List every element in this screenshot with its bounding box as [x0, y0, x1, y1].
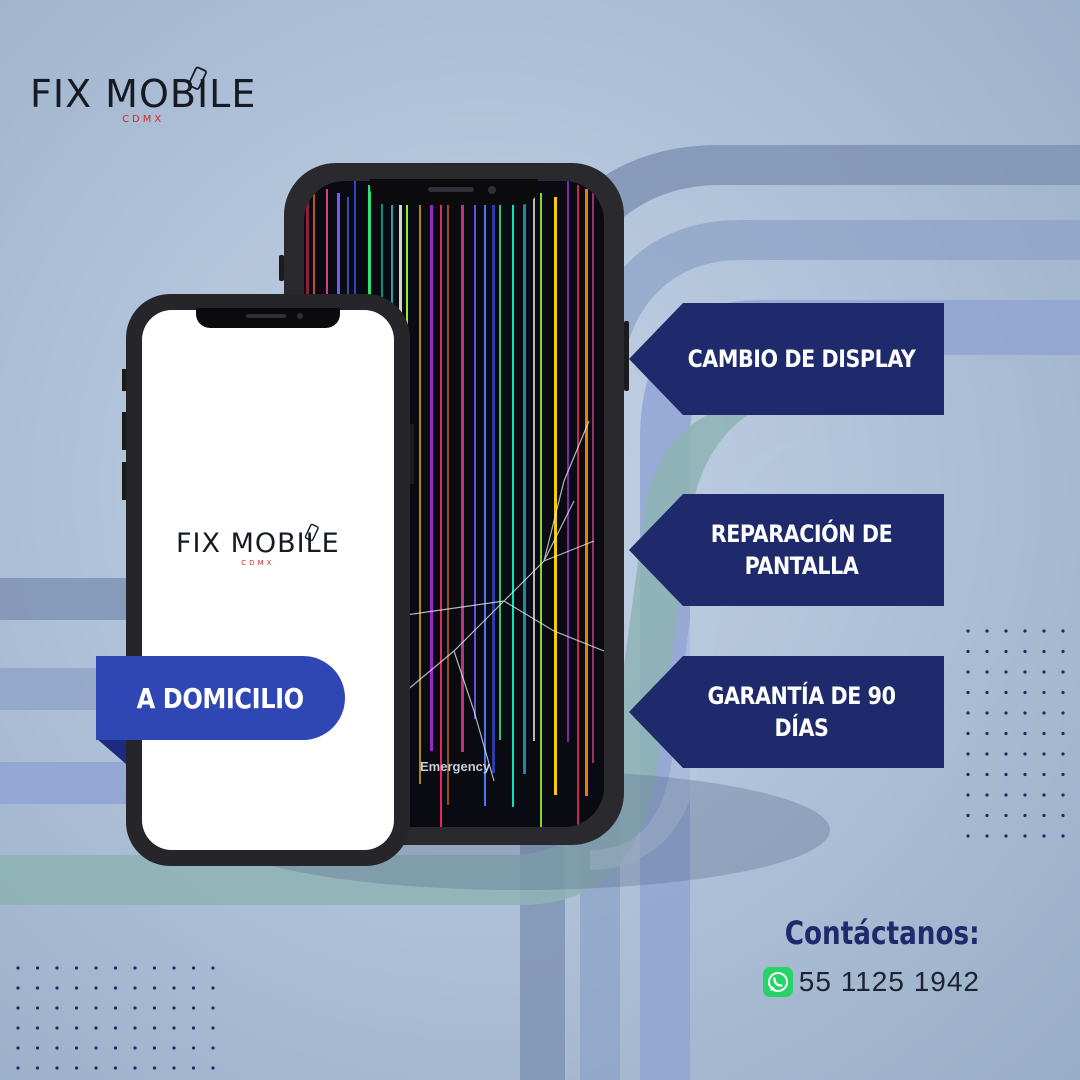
pill-fold [96, 738, 126, 764]
front-screen: FIX MOBILE CDMX [142, 310, 394, 850]
home-service-badge: A DOMICILIO [96, 656, 345, 740]
emergency-label: Emergency [420, 759, 491, 774]
front-phone: FIX MOBILE CDMX [122, 294, 414, 866]
dot-grid-right [966, 629, 1065, 838]
home-service-label: A DOMICILIO [136, 681, 305, 715]
contact-phone-number: 55 1125 1942 [798, 966, 980, 997]
contact-phone-row[interactable]: 55 1125 1942 [762, 966, 980, 998]
screen-brand-name: FIX MOBILE [176, 528, 340, 559]
service-label-warranty: GARANTÍA DE 90 DÍAS [707, 682, 896, 742]
screen-phone-tool-icon [304, 523, 319, 542]
screen-brand-subtitle: CDMX [241, 559, 275, 567]
brand-logo: FIX MOBILE CDMX [30, 66, 257, 125]
contact-title: Contáctanos: [785, 914, 980, 952]
service-banner-display: CAMBIO DE DISPLAY [629, 303, 944, 415]
notch [370, 179, 538, 205]
service-label-display: CAMBIO DE DISPLAY [687, 345, 916, 373]
service-label-screen: REPARACIÓN DE PANTALLA [710, 520, 893, 580]
phone-tool-icon [188, 66, 207, 90]
service-banner-warranty: GARANTÍA DE 90 DÍAS [629, 656, 944, 768]
whatsapp-icon [762, 967, 793, 997]
dot-grid-left [16, 966, 215, 1070]
brand-subtitle: CDMX [122, 114, 165, 125]
screen-logo: FIX MOBILE CDMX [176, 523, 340, 567]
brand-name: FIX MOBILE [30, 72, 257, 116]
service-banner-screen: REPARACIÓN DE PANTALLA [629, 494, 944, 606]
front-notch [196, 308, 340, 328]
